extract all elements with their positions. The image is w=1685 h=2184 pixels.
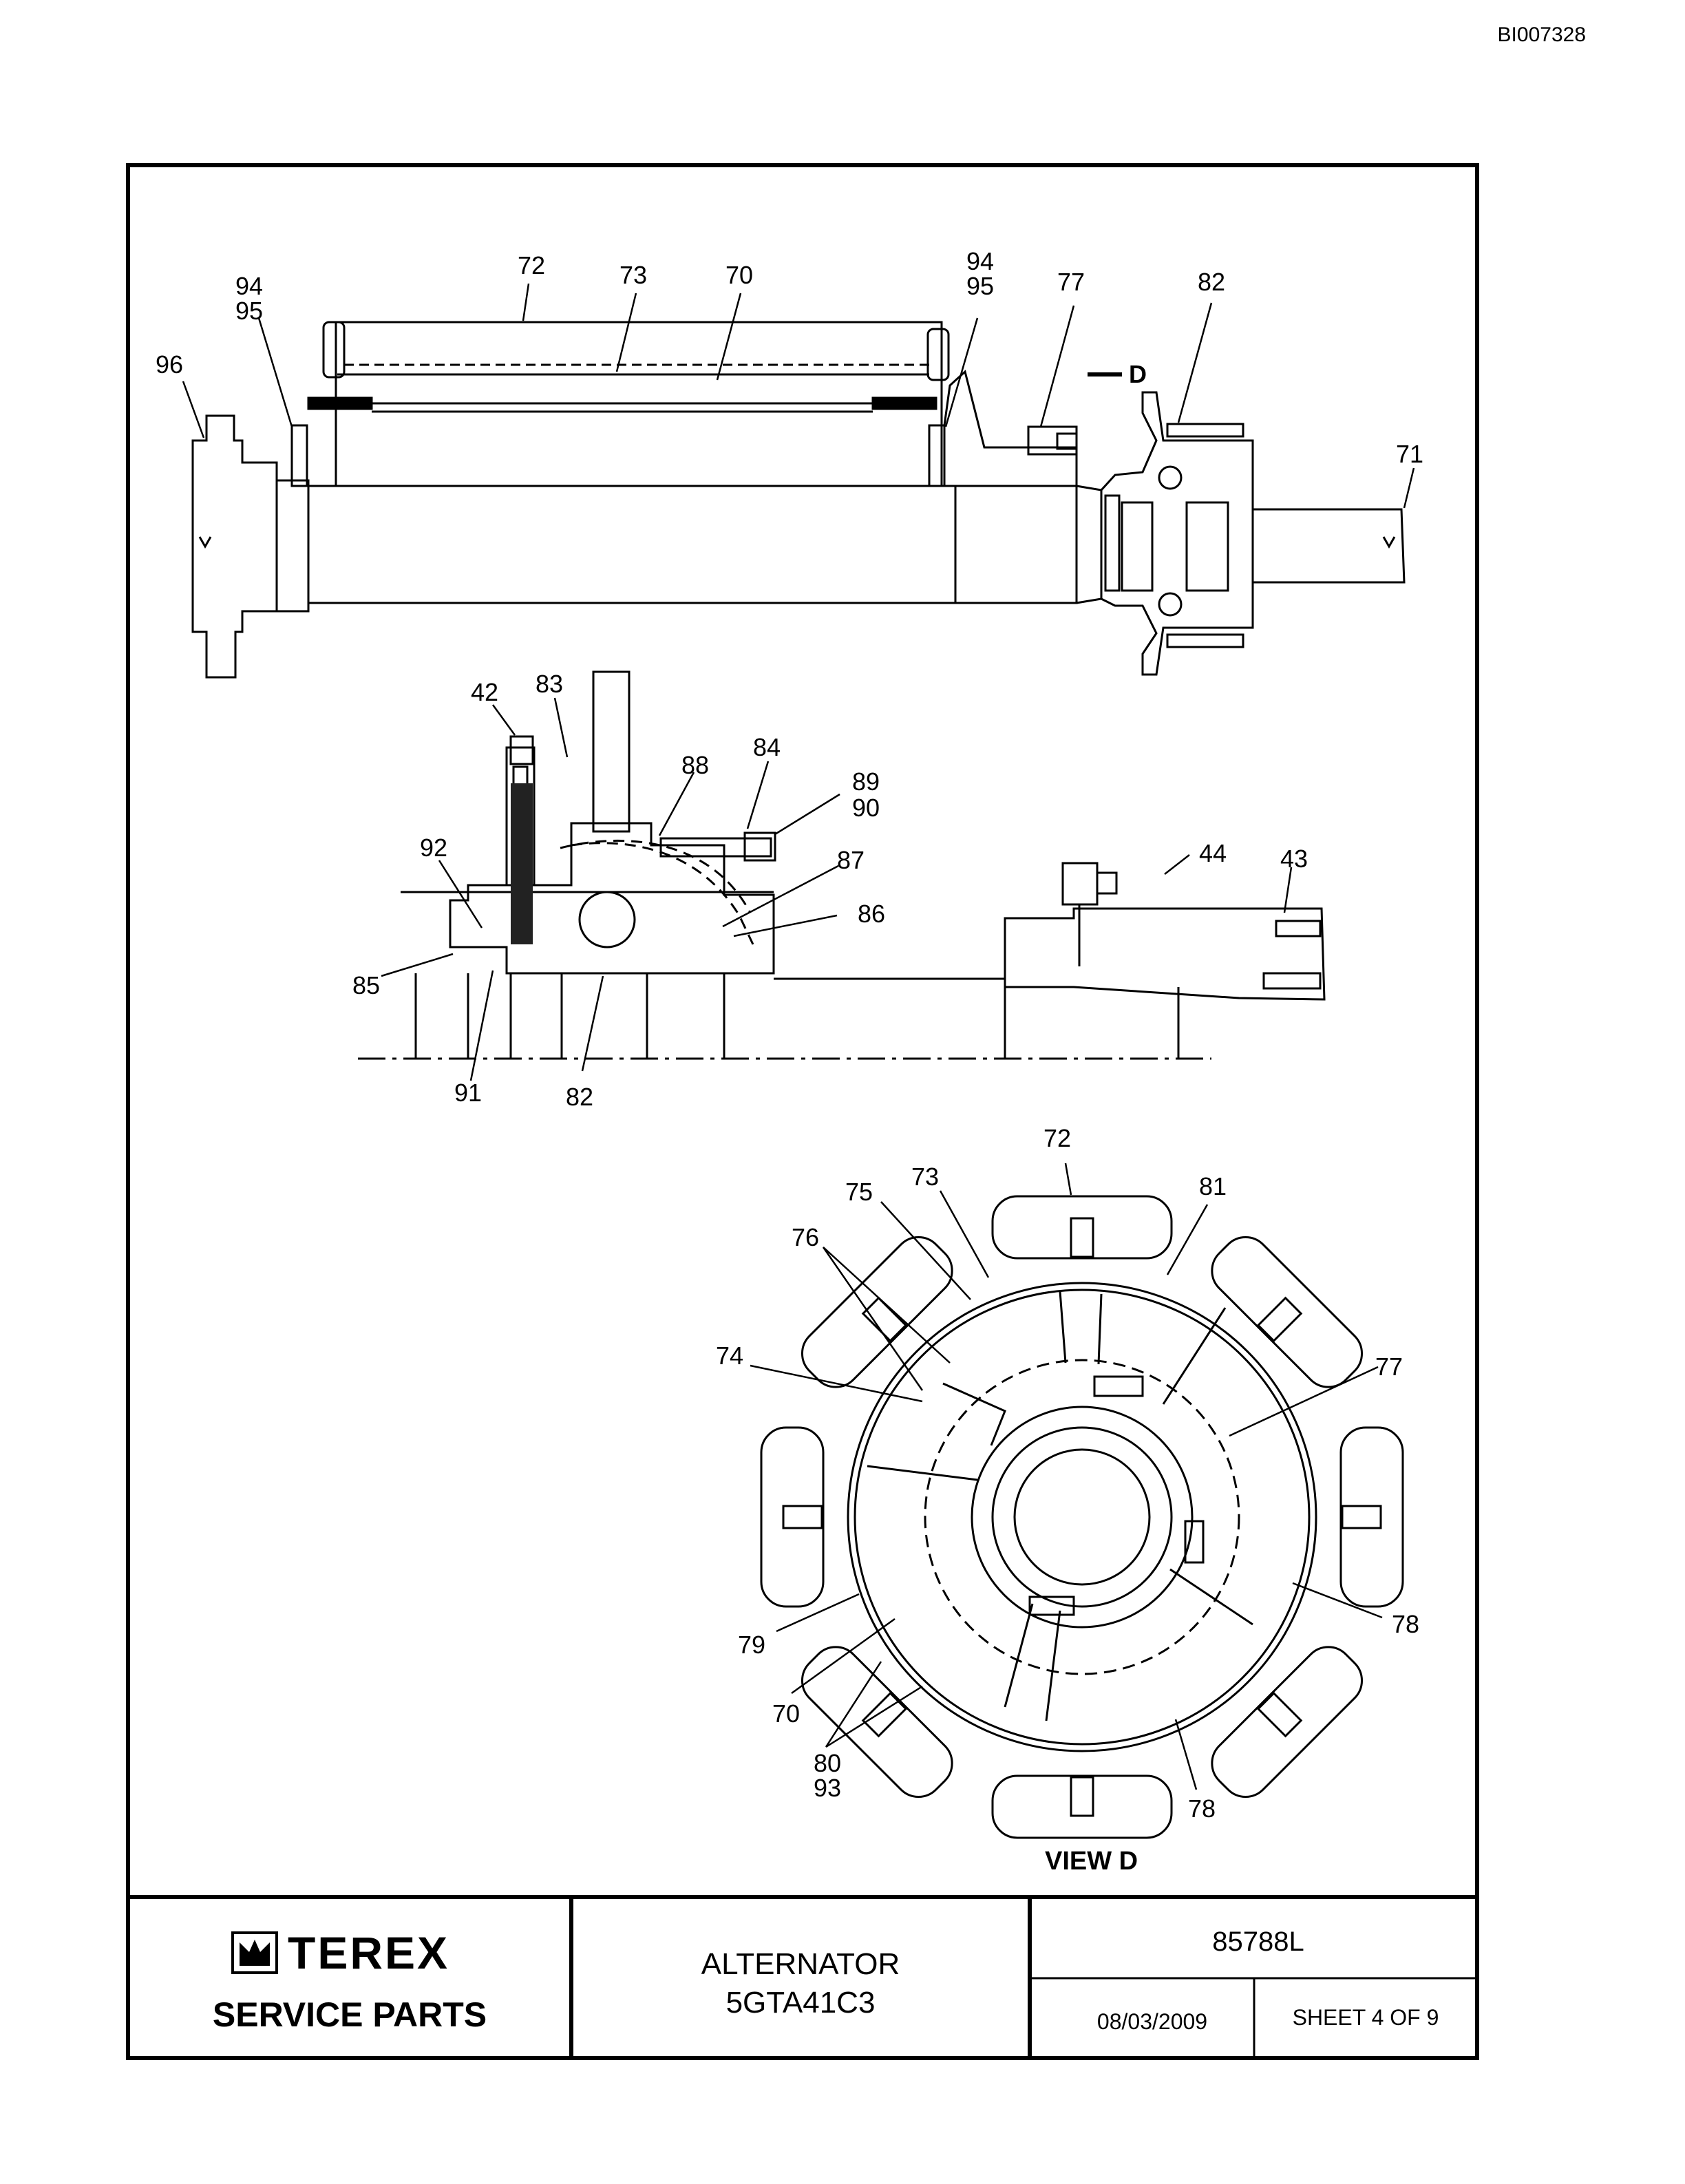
service-parts-label: SERVICE PARTS (213, 1995, 487, 2034)
callout-94-right: 94 (966, 247, 994, 275)
callout-96: 96 (156, 350, 183, 379)
drawing-date: 08/03/2009 (1097, 2009, 1207, 2034)
callout-90: 90 (852, 794, 880, 822)
part-model: 5GTA41C3 (726, 1986, 876, 2019)
callout-80: 80 (814, 1749, 841, 1777)
callout-77-view-d: 77 (1375, 1353, 1403, 1381)
callout-73: 73 (619, 261, 647, 289)
callout-95-right: 95 (966, 272, 994, 300)
top-view-callouts: 72 73 70 94 95 96 94 95 77 82 71 D (156, 247, 1423, 468)
callout-76: 76 (792, 1223, 819, 1251)
callout-87: 87 (837, 846, 865, 874)
detail-leaders (381, 697, 1293, 1081)
view-d-end-view (760, 1195, 1404, 1839)
callout-78-bottom: 78 (1188, 1794, 1216, 1823)
callout-75: 75 (845, 1178, 873, 1206)
callout-93: 93 (814, 1774, 841, 1802)
callout-86: 86 (858, 900, 885, 928)
callout-42: 42 (471, 678, 498, 706)
callout-84: 84 (753, 733, 781, 761)
view-d-arrow-label: D (1129, 360, 1147, 388)
callout-70: 70 (725, 261, 753, 289)
callout-78: 78 (1392, 1610, 1419, 1638)
callout-72-view-d: 72 (1043, 1124, 1071, 1152)
bearing-detail-view (358, 670, 1326, 1060)
callout-91: 91 (454, 1079, 482, 1107)
callout-88: 88 (681, 751, 709, 779)
view-d-title: VIEW D (1045, 1847, 1138, 1876)
brand-name: TEREX (288, 1927, 449, 1978)
callout-95: 95 (235, 297, 263, 325)
callout-73-view-d: 73 (911, 1163, 939, 1191)
callout-82: 82 (1198, 268, 1225, 296)
callout-94: 94 (235, 272, 263, 300)
alternator-side-view (191, 321, 1406, 679)
callout-74: 74 (716, 1342, 743, 1370)
detail-threaded-stud (509, 735, 534, 944)
callout-82-detail: 82 (566, 1083, 593, 1111)
callout-71: 71 (1396, 440, 1423, 468)
callout-77: 77 (1057, 268, 1085, 296)
callout-72: 72 (518, 251, 545, 279)
callout-85: 85 (352, 971, 380, 999)
callout-92: 92 (420, 834, 447, 862)
callout-43: 43 (1280, 845, 1308, 873)
terex-logo-icon (231, 1931, 278, 1974)
detail-callouts: 42 83 88 84 89 90 87 92 86 85 91 82 44 4… (352, 670, 1308, 1111)
callout-79: 79 (738, 1631, 765, 1659)
part-name: ALTERNATOR (701, 1947, 900, 1981)
drawing-frame (126, 163, 1479, 2060)
drawing-number: 85788L (1212, 1927, 1304, 1957)
callout-70-view-d: 70 (772, 1699, 800, 1728)
callout-81: 81 (1199, 1172, 1227, 1200)
callout-44: 44 (1199, 839, 1227, 867)
view-d-leaders (750, 1163, 1383, 1790)
document-id: BI007328 (1497, 23, 1586, 46)
callout-89: 89 (852, 767, 880, 796)
top-view-leaders (182, 283, 1415, 509)
sheet-number: SHEET 4 OF 9 (1293, 2005, 1439, 2030)
view-d-callouts: 72 75 73 81 76 74 77 78 79 70 80 93 78 V… (716, 1124, 1419, 1876)
title-block (128, 1895, 1477, 2058)
callout-83: 83 (536, 670, 563, 698)
